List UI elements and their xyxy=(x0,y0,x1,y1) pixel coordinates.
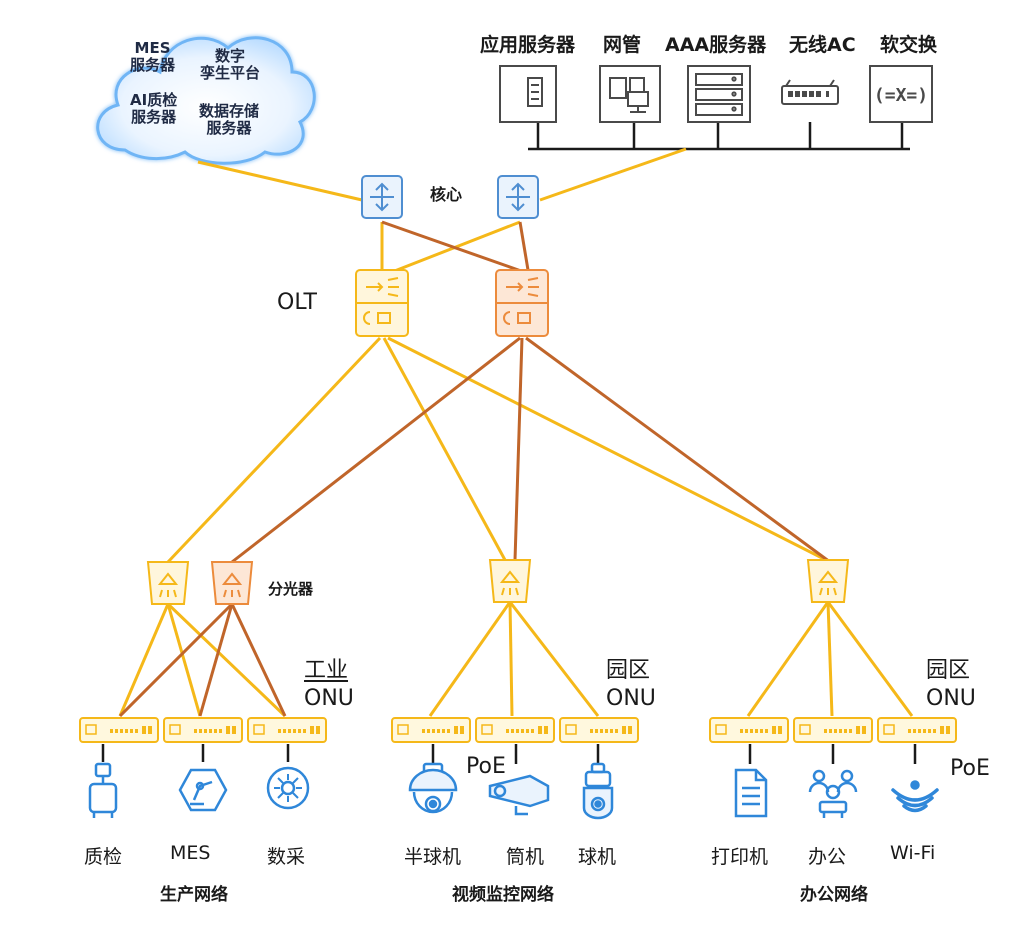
cloud-ai-line1: AI质检 xyxy=(130,91,178,109)
office-users-icon xyxy=(808,769,858,818)
splitter-label: 分光器 xyxy=(268,580,314,598)
network-label-video: 视频监控网络 xyxy=(452,885,554,905)
campus-onu-line1: 园区 xyxy=(606,658,651,683)
poe-label-video: PoE xyxy=(466,754,506,779)
speed-dome-camera-icon xyxy=(582,762,614,820)
wireless-ac-icon xyxy=(780,66,840,122)
cloud-storage-line1: 数据存储 xyxy=(199,102,260,120)
wifi-icon xyxy=(891,780,939,813)
quality-inspection-icon xyxy=(88,762,118,818)
onu-icon xyxy=(247,717,327,743)
device-label-quality-inspection: 质检 xyxy=(84,846,123,868)
industrial-onu-label: 工业 ONU xyxy=(304,657,354,713)
core-switch-icon xyxy=(497,175,539,219)
onu-icon xyxy=(877,717,957,743)
industrial-onu-line1: 工业 xyxy=(304,658,349,683)
core-label: 核心 xyxy=(430,185,463,204)
device-label-dome-camera: 半球机 xyxy=(404,846,462,868)
cloud-mes-server-label: MES 服务器 xyxy=(130,40,175,74)
splitter-icon xyxy=(488,559,532,603)
server-label-softswitch: 软交换 xyxy=(880,34,938,56)
network-label-office: 办公网络 xyxy=(800,885,868,905)
printer-document-icon xyxy=(734,768,768,818)
device-label-speed-dome-camera: 球机 xyxy=(578,846,617,868)
industrial-onu-line2: ONU xyxy=(304,686,354,711)
mes-robot-arm-icon xyxy=(178,768,228,812)
aaa-server-icon xyxy=(687,65,751,123)
server-label-application: 应用服务器 xyxy=(480,34,576,56)
cloud-mes-line1: MES xyxy=(134,39,171,57)
application-server-icon xyxy=(499,65,557,123)
softswitch-icon: (=X=) xyxy=(869,65,933,123)
device-label-bullet-camera: 筒机 xyxy=(506,846,545,868)
cloud-data-storage-label: 数据存储 服务器 xyxy=(199,103,259,137)
network-links xyxy=(118,147,914,718)
splitter-icon xyxy=(806,559,850,603)
bullet-camera-icon xyxy=(488,774,550,816)
cloud-storage-line2: 服务器 xyxy=(206,119,252,137)
server-label-network-management: 网管 xyxy=(603,34,642,56)
onu-icon xyxy=(709,717,789,743)
olt-icon xyxy=(355,269,409,337)
cloud-ai-line2: 服务器 xyxy=(131,108,177,126)
cloud-twin-line2: 孪生平台 xyxy=(200,64,261,82)
splitter-icon xyxy=(146,561,190,605)
splitter-icon xyxy=(210,561,254,605)
device-label-office: 办公 xyxy=(808,846,847,868)
poe-label-office: PoE xyxy=(950,756,990,781)
cloud-twin-line1: 数字 xyxy=(215,47,246,65)
cloud-digital-twin-label: 数字 孪生平台 xyxy=(200,48,260,82)
onu-icon xyxy=(559,717,639,743)
server-label-wireless-ac: 无线AC xyxy=(789,34,856,56)
onu-icon xyxy=(475,717,555,743)
network-label-production: 生产网络 xyxy=(160,885,228,905)
data-collection-icon xyxy=(266,766,310,810)
device-label-data-collection: 数采 xyxy=(267,846,306,868)
core-switch-icon xyxy=(361,175,403,219)
cloud-mes-line2: 服务器 xyxy=(130,56,176,74)
onu-icon xyxy=(163,717,243,743)
campus-onu-label-2: 园区 ONU xyxy=(926,657,976,713)
olt-label: OLT xyxy=(277,290,317,315)
device-label-wifi: Wi-Fi xyxy=(890,842,936,864)
server-label-aaa: AAA服务器 xyxy=(665,34,767,56)
onu-icon xyxy=(79,717,159,743)
campus2-onu-line1: 园区 xyxy=(926,658,971,683)
svg-text:(=X=): (=X=) xyxy=(874,85,928,106)
device-label-mes: MES xyxy=(170,842,211,864)
network-management-icon xyxy=(599,65,661,123)
onu-icon xyxy=(793,717,873,743)
device-drops xyxy=(101,744,917,764)
campus-onu-line2: ONU xyxy=(606,686,656,711)
onu-icon xyxy=(391,717,471,743)
server-bus xyxy=(528,120,910,151)
device-label-printer: 打印机 xyxy=(711,846,769,868)
cloud-ai-inspection-label: AI质检 服务器 xyxy=(130,92,177,126)
dome-camera-icon xyxy=(408,762,458,814)
campus2-onu-line2: ONU xyxy=(926,686,976,711)
olt-icon xyxy=(495,269,549,337)
cloud-icon xyxy=(96,36,316,165)
campus-onu-label: 园区 ONU xyxy=(606,657,656,713)
